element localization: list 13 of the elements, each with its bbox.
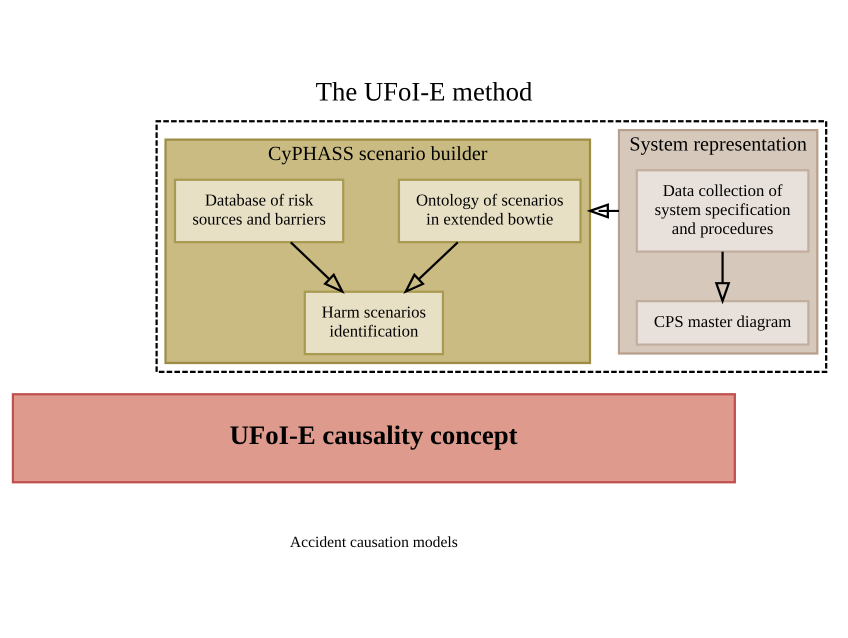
diagram-title: The UFoI-E method: [316, 76, 532, 106]
arrow: [403, 242, 459, 294]
node-box: UFoI-E causality concept: [12, 393, 736, 484]
node-box: Data collection of system specification and procedures: [636, 169, 810, 253]
arrow: [714, 252, 730, 304]
caption: Accident causation models: [290, 534, 458, 552]
node-box: Database of risk sources and barriers: [174, 178, 344, 244]
arrow: [586, 203, 619, 219]
arrow: [290, 242, 345, 294]
node-box: CPS master diagram: [636, 300, 810, 346]
node-box: Harm scenarios identification: [304, 290, 444, 356]
node-box: Ontology of scenarios in extended bowtie: [398, 178, 582, 244]
cluster: [156, 120, 828, 374]
